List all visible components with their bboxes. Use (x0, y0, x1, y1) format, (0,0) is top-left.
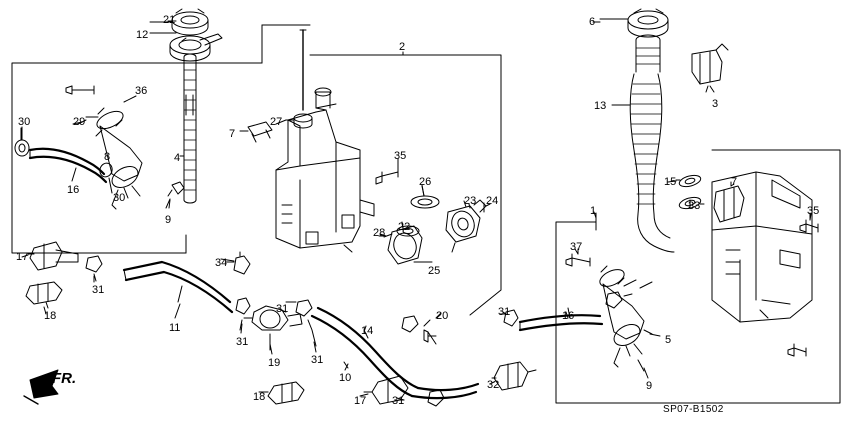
callout-31-mid: 31 (276, 303, 289, 315)
callout-31-right: 31 (498, 306, 511, 318)
callout-30-lower-left: 30 (113, 192, 126, 204)
callout-10: 10 (339, 372, 352, 384)
callout-25: 25 (428, 265, 441, 277)
callout-27: 27 (270, 116, 283, 128)
callout-6: 6 (589, 16, 596, 28)
callout-12: 12 (136, 29, 149, 41)
front-direction-label: FR. (52, 370, 77, 387)
callout-31-left: 31 (92, 284, 105, 296)
callout-35-right: 35 (807, 205, 820, 217)
callout-31-lower-left: 31 (236, 336, 249, 348)
callout-35-center: 35 (394, 150, 407, 162)
callout-14: 14 (361, 325, 374, 337)
callout-30-upper-left: 30 (18, 116, 31, 128)
callout-9-right: 9 (646, 380, 653, 392)
callout-31-below-19: 31 (311, 354, 324, 366)
callout-31-bottom: 31 (392, 395, 405, 407)
callout-4: 4 (174, 152, 181, 164)
callout-23: 23 (464, 195, 477, 207)
callout-26: 26 (419, 176, 432, 188)
callout-16-left: 16 (67, 184, 80, 196)
callout-20: 20 (436, 310, 449, 322)
callout-33: 33 (688, 200, 701, 212)
callout-36: 36 (135, 85, 148, 97)
callout-15: 15 (664, 176, 677, 188)
callout-32: 32 (487, 379, 500, 391)
callout-17-left: 17 (16, 251, 29, 263)
callout-8: 8 (104, 151, 111, 163)
callout-19: 19 (268, 357, 281, 369)
callout-16-right: 16 (562, 310, 575, 322)
callout-11: 11 (169, 322, 181, 334)
callout-22: 22 (398, 221, 411, 233)
diagram-code: SP07-B1502 (663, 404, 724, 415)
callout-18-bottom: 18 (253, 391, 266, 403)
callout-17-bottom: 17 (354, 395, 367, 407)
callout-37: 37 (570, 241, 583, 253)
callout-28: 28 (373, 227, 386, 239)
callout-2: 2 (399, 41, 406, 53)
callout-13: 13 (594, 100, 607, 112)
callout-7-right: 7 (731, 176, 738, 188)
callout-29: 29 (73, 116, 86, 128)
callout-3: 3 (712, 98, 719, 110)
callout-7-left: 7 (229, 128, 236, 140)
callout-34: 34 (215, 257, 228, 269)
callout-1: 1 (590, 205, 597, 217)
callout-24: 24 (486, 195, 499, 207)
callout-21: 21 (163, 14, 176, 26)
callout-9-left: 9 (165, 214, 172, 226)
callout-18-left: 18 (44, 310, 57, 322)
callout-5: 5 (665, 334, 672, 346)
